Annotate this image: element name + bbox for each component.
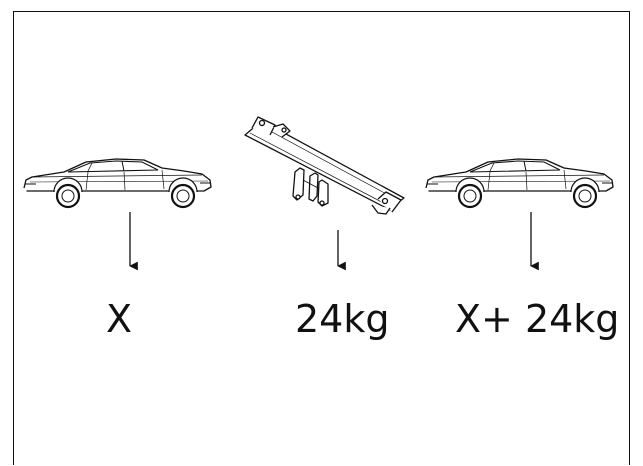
car-weight-label: X (106, 297, 133, 341)
car-right-illustration (424, 157, 615, 209)
towbar-weight-label: 24kg (295, 297, 390, 341)
diagram-frame (13, 11, 630, 465)
towbar-illustration (244, 116, 405, 215)
total-weight-label: X+ 24kg (455, 297, 620, 341)
car-left-illustration (22, 157, 213, 209)
